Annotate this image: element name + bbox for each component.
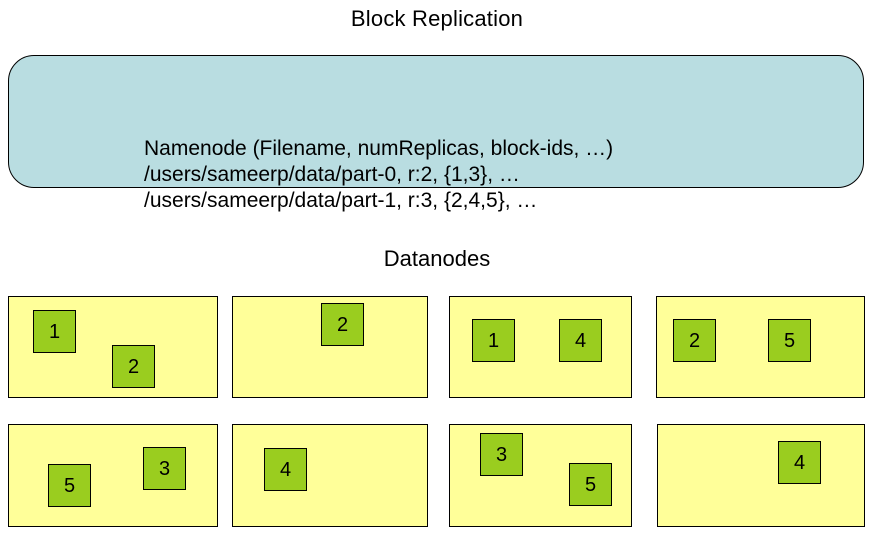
block-5: 5 (768, 319, 811, 362)
datanodes-section-label: Datanodes (383, 246, 491, 271)
block-3: 3 (480, 433, 523, 476)
block-4: 4 (264, 448, 307, 491)
block-1: 1 (472, 319, 515, 362)
namenode-header: Namenode (Filename, numReplicas, block-i… (144, 137, 614, 160)
page-title: Block Replication (350, 6, 524, 31)
namenode-panel: Namenode (Filename, numReplicas, block-i… (8, 55, 864, 212)
block-5: 5 (569, 463, 612, 506)
block-2: 2 (321, 303, 364, 346)
namenode-entry-part-1: /users/sameerp/data/part-1, r:3, {2,4,5}… (144, 189, 538, 212)
datanode-panel-5 (8, 424, 218, 527)
block-5: 5 (48, 464, 91, 507)
block-1: 1 (33, 310, 76, 353)
namenode-entry-part-0: /users/sameerp/data/part-0, r:2, {1,3}, … (144, 163, 520, 186)
block-2: 2 (112, 345, 155, 388)
datanode-panel-8 (657, 424, 865, 527)
datanode-panel-6 (232, 424, 428, 527)
block-2: 2 (673, 319, 716, 362)
namenode-text-block: Namenode (Filename, numReplicas, block-i… (144, 136, 844, 214)
block-4: 4 (559, 319, 602, 362)
block-3: 3 (143, 447, 186, 490)
block-4: 4 (778, 441, 821, 484)
